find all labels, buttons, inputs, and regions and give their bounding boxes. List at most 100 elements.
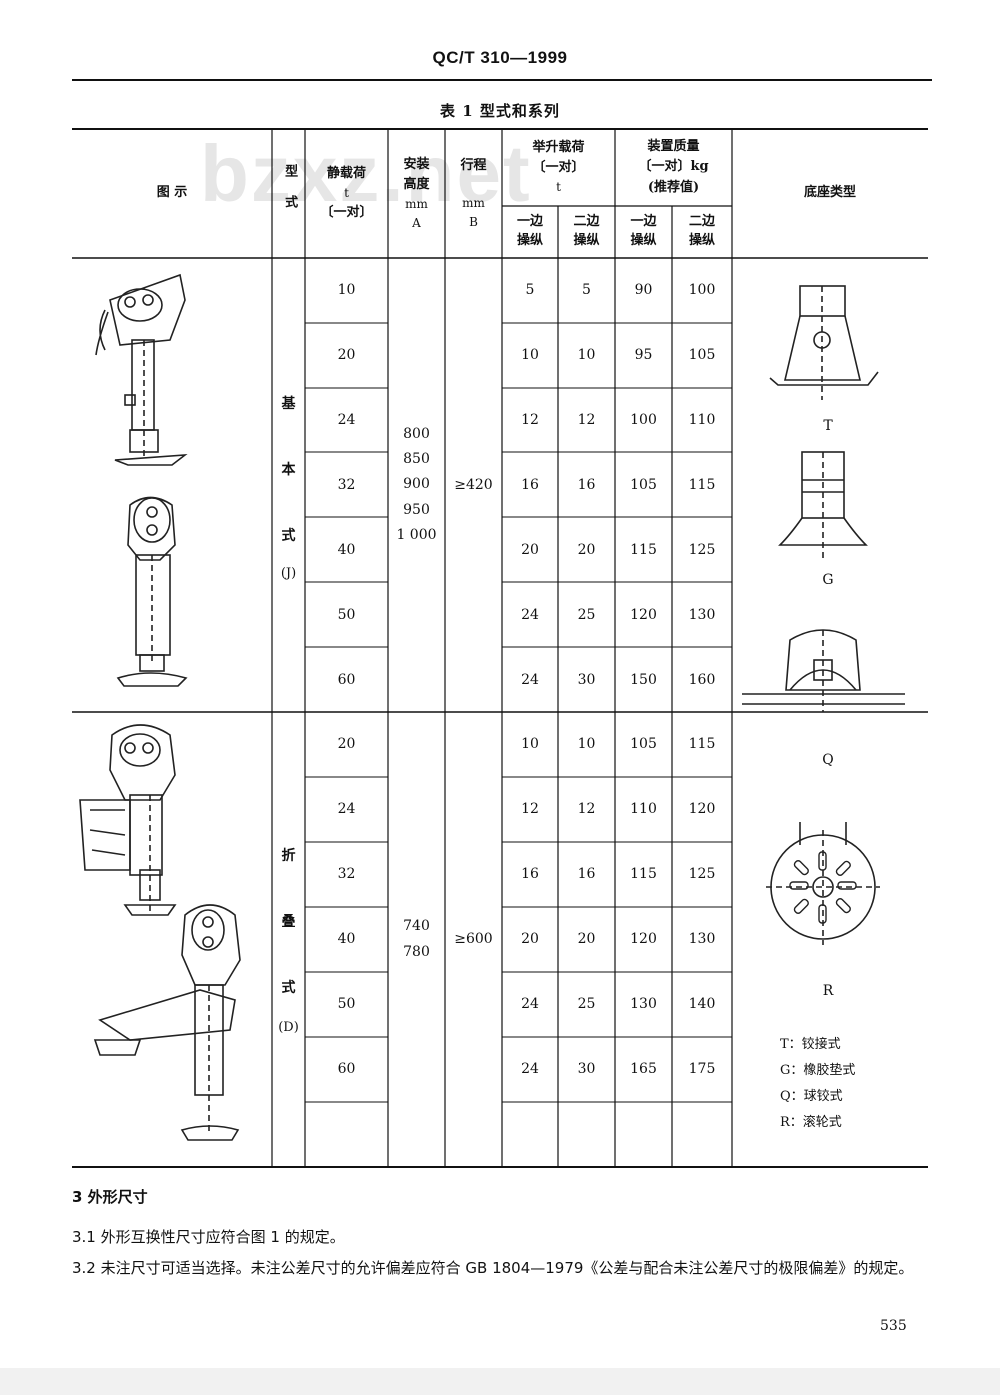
base-label-t: T <box>823 418 833 434</box>
table-title: 表 1 型式和系列 <box>440 102 560 120</box>
lift-two-side-cell: 20 <box>577 931 596 948</box>
type-folding-code: (D) <box>278 1019 299 1035</box>
header-stroke: 行程 mm B <box>460 157 487 229</box>
mass-one-side-cell: 150 <box>630 671 657 688</box>
header-base-type: 底座类型 <box>803 185 856 201</box>
legend-r: R：滚轮式 <box>780 1115 842 1130</box>
type-basic: 基 本 式 <box>281 396 296 544</box>
header-mass-one-side: 一边操纵 <box>630 214 657 248</box>
mass-two-side-cell: 175 <box>688 1061 716 1078</box>
base-type-legend: T：铰接式 G：橡胶垫式 Q：球铰式 R：滚轮式 <box>780 1032 855 1136</box>
header-figure: 图 示 <box>156 185 188 201</box>
lift-one-side-cell: 24 <box>521 671 539 688</box>
type-basic-code: (J) <box>280 565 297 581</box>
static-load-cell <box>305 1102 388 1167</box>
mass-two-side-cell: 110 <box>688 412 716 429</box>
mass-two-side-cell: 130 <box>688 606 716 623</box>
lift-two-side-cell <box>558 1102 615 1167</box>
static-load-cell: 50 <box>337 996 356 1013</box>
install-heights-folding: 740 780 <box>403 918 430 960</box>
type-folding: 折 叠 式 <box>281 848 296 996</box>
static-load-cell: 40 <box>337 541 356 558</box>
bottom-band <box>0 1368 1000 1395</box>
mass-one-side-cell: 165 <box>630 1061 657 1078</box>
mass-one-side-cell: 100 <box>630 412 657 429</box>
base-label-q: Q <box>822 752 834 768</box>
section-3-1: 3.1 外形互换性尺寸应符合图 1 的规定。 <box>72 1228 345 1246</box>
lift-two-side-cell: 16 <box>577 476 596 493</box>
header-static-load: 静载荷 t 〔一对〕 <box>320 166 373 220</box>
page-number: 535 <box>880 1318 907 1334</box>
static-load-cell: 32 <box>337 476 356 493</box>
mass-one-side-cell <box>615 1102 672 1167</box>
mass-one-side-cell: 115 <box>630 541 657 558</box>
header-lift-one-side: 一边操纵 <box>516 214 543 248</box>
mass-two-side-cell: 125 <box>688 866 716 883</box>
lift-one-side-cell: 20 <box>521 541 539 558</box>
lift-one-side-cell: 12 <box>521 801 539 818</box>
static-load-cell: 20 <box>337 736 356 753</box>
static-load-cell: 24 <box>337 412 356 429</box>
lift-two-side-cell: 30 <box>577 671 596 688</box>
lift-one-side-cell: 20 <box>521 931 539 948</box>
mass-two-side-cell: 120 <box>688 801 716 818</box>
lift-one-side-cell: 10 <box>521 347 539 364</box>
lift-one-side-cell: 24 <box>521 1061 539 1078</box>
static-load-cell: 60 <box>337 1061 356 1078</box>
mass-one-side-cell: 120 <box>630 931 657 948</box>
lift-one-side-cell <box>502 1102 558 1167</box>
mass-two-side-cell: 125 <box>688 541 716 558</box>
lift-two-side-cell: 12 <box>577 412 596 429</box>
mass-two-side-cell: 100 <box>688 282 716 299</box>
mass-one-side-cell: 105 <box>630 736 657 753</box>
section-3-heading: 3 外形尺寸 <box>72 1188 148 1206</box>
lift-two-side-cell: 25 <box>577 606 596 623</box>
base-label-g: G <box>822 572 834 588</box>
mass-two-side-cell <box>672 1102 732 1167</box>
lift-one-side-cell: 16 <box>521 866 539 883</box>
header-install-height: 安装高度 mm A <box>403 156 430 230</box>
header-rule <box>72 79 932 81</box>
mass-two-side-cell: 105 <box>688 347 716 364</box>
legend-q: Q：球铰式 <box>780 1089 843 1104</box>
lift-one-side-cell: 5 <box>525 282 535 299</box>
base-label-r: R <box>822 983 834 999</box>
header-device-mass: 装置质量 〔一对〕kg (推荐值) <box>638 139 709 195</box>
mass-two-side-cell: 115 <box>688 476 716 493</box>
lift-two-side-cell: 10 <box>577 736 596 753</box>
static-load-cell: 24 <box>337 801 356 818</box>
lift-one-side-cell: 24 <box>521 996 539 1013</box>
static-load-cell: 40 <box>337 931 356 948</box>
mass-one-side-cell: 95 <box>634 347 653 364</box>
stroke-folding: ≥600 <box>454 931 493 948</box>
legend-t: T：铰接式 <box>780 1037 841 1052</box>
lift-one-side-cell: 12 <box>521 412 539 429</box>
header-lift-two-side: 二边操纵 <box>573 214 600 248</box>
mass-one-side-cell: 130 <box>630 996 657 1013</box>
legend-g: G：橡胶垫式 <box>780 1063 856 1078</box>
mass-two-side-cell: 115 <box>688 736 716 753</box>
mass-two-side-cell: 130 <box>688 931 716 948</box>
lift-one-side-cell: 10 <box>521 736 539 753</box>
lift-two-side-cell: 10 <box>577 347 596 364</box>
mass-two-side-cell: 140 <box>688 996 716 1013</box>
mass-one-side-cell: 115 <box>630 866 657 883</box>
static-load-cell: 60 <box>337 671 356 688</box>
section-3-2: 3.2 未注尺寸可适当选择。未注公差尺寸的允许偏差应符合 GB 1804—197… <box>72 1259 914 1277</box>
lift-two-side-cell: 5 <box>582 282 591 299</box>
watermark: bzxz.net <box>200 129 532 218</box>
static-load-cell: 20 <box>337 347 356 364</box>
header-mass-two-side: 二边操纵 <box>688 214 715 248</box>
header-lift-load: 举升载荷 〔一对〕 t <box>532 140 585 195</box>
lift-two-side-cell: 16 <box>577 866 596 883</box>
lift-two-side-cell: 25 <box>577 996 596 1013</box>
mass-one-side-cell: 105 <box>630 476 657 493</box>
mass-two-side-cell: 160 <box>688 671 716 688</box>
standard-code: QC/T 310—1999 <box>432 48 568 67</box>
mass-one-side-cell: 90 <box>634 282 653 299</box>
stroke-basic: ≥420 <box>454 476 493 493</box>
lift-two-side-cell: 30 <box>577 1061 596 1078</box>
static-load-cell: 32 <box>337 866 356 883</box>
